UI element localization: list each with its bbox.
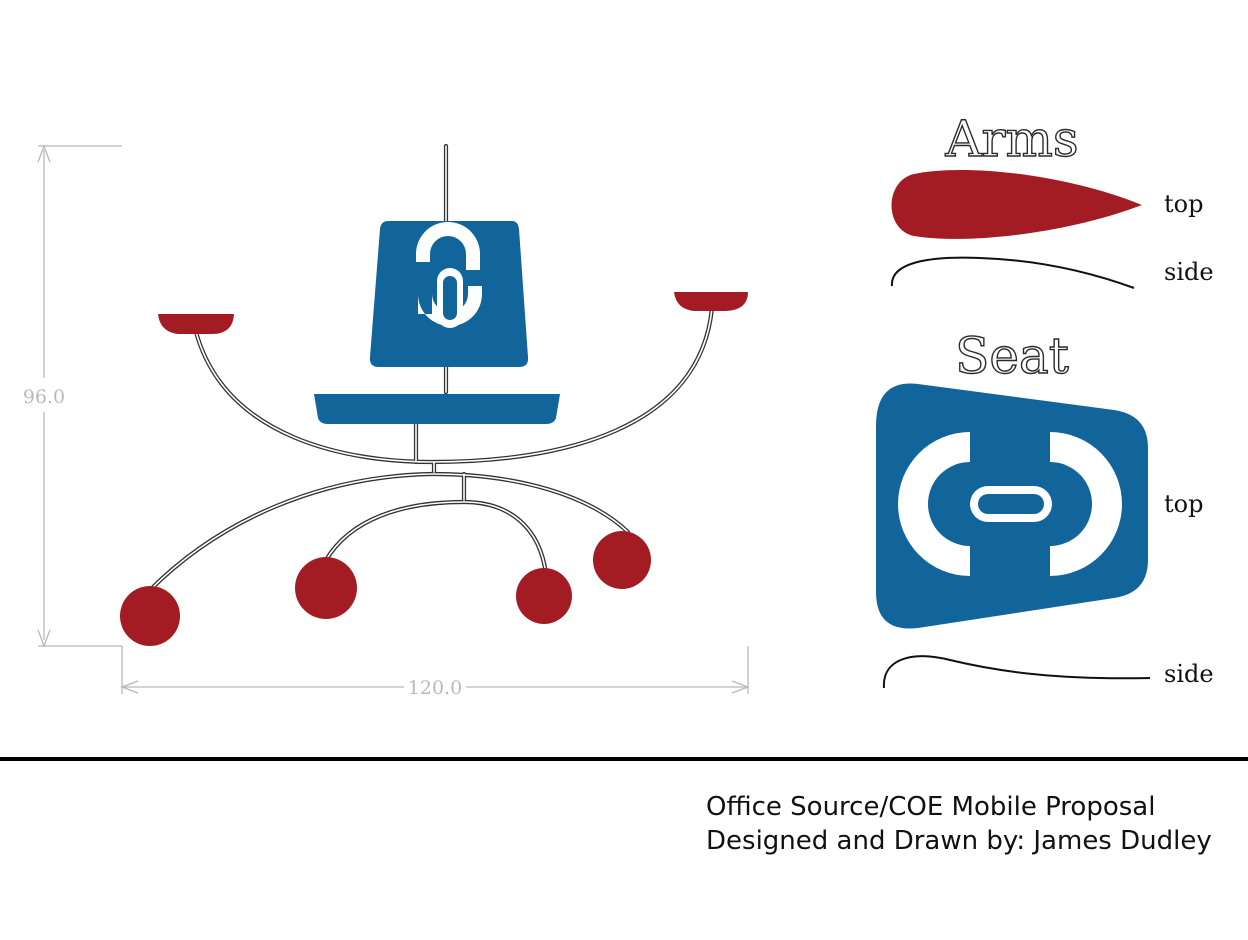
mobile-wires	[147, 143, 715, 593]
arm-top-view	[891, 169, 1142, 239]
left-arm-pad	[158, 314, 234, 334]
width-dimension	[120, 646, 750, 694]
right-arm-pad	[674, 292, 748, 311]
title-block: Office Source/COE Mobile Proposal Design…	[706, 790, 1212, 858]
arms-heading: Arms	[944, 110, 1078, 168]
seat-logo	[898, 432, 1122, 576]
ball-weight	[593, 531, 651, 589]
seat-top-label: top	[1164, 490, 1203, 518]
seat-bar	[314, 394, 560, 424]
ball-weight	[295, 557, 357, 619]
project-title: Office Source/COE Mobile Proposal	[706, 792, 1156, 822]
width-dimension-label: 120.0	[408, 677, 462, 699]
height-dimension-label: 96.0	[23, 386, 65, 408]
height-dimension	[37, 144, 122, 648]
ball-weight	[120, 586, 180, 646]
seat-side-label: side	[1164, 660, 1214, 688]
arm-top-label: top	[1164, 190, 1203, 218]
arm-side-label: side	[1164, 258, 1214, 286]
designer-credit: Designed and Drawn by: James Dudley	[706, 826, 1212, 856]
seat-heading: Seat	[955, 327, 1069, 385]
seat-side-view	[882, 655, 1151, 689]
backrest-logo	[416, 222, 482, 328]
ball-weight	[516, 568, 572, 624]
arm-side-view	[890, 256, 1135, 289]
